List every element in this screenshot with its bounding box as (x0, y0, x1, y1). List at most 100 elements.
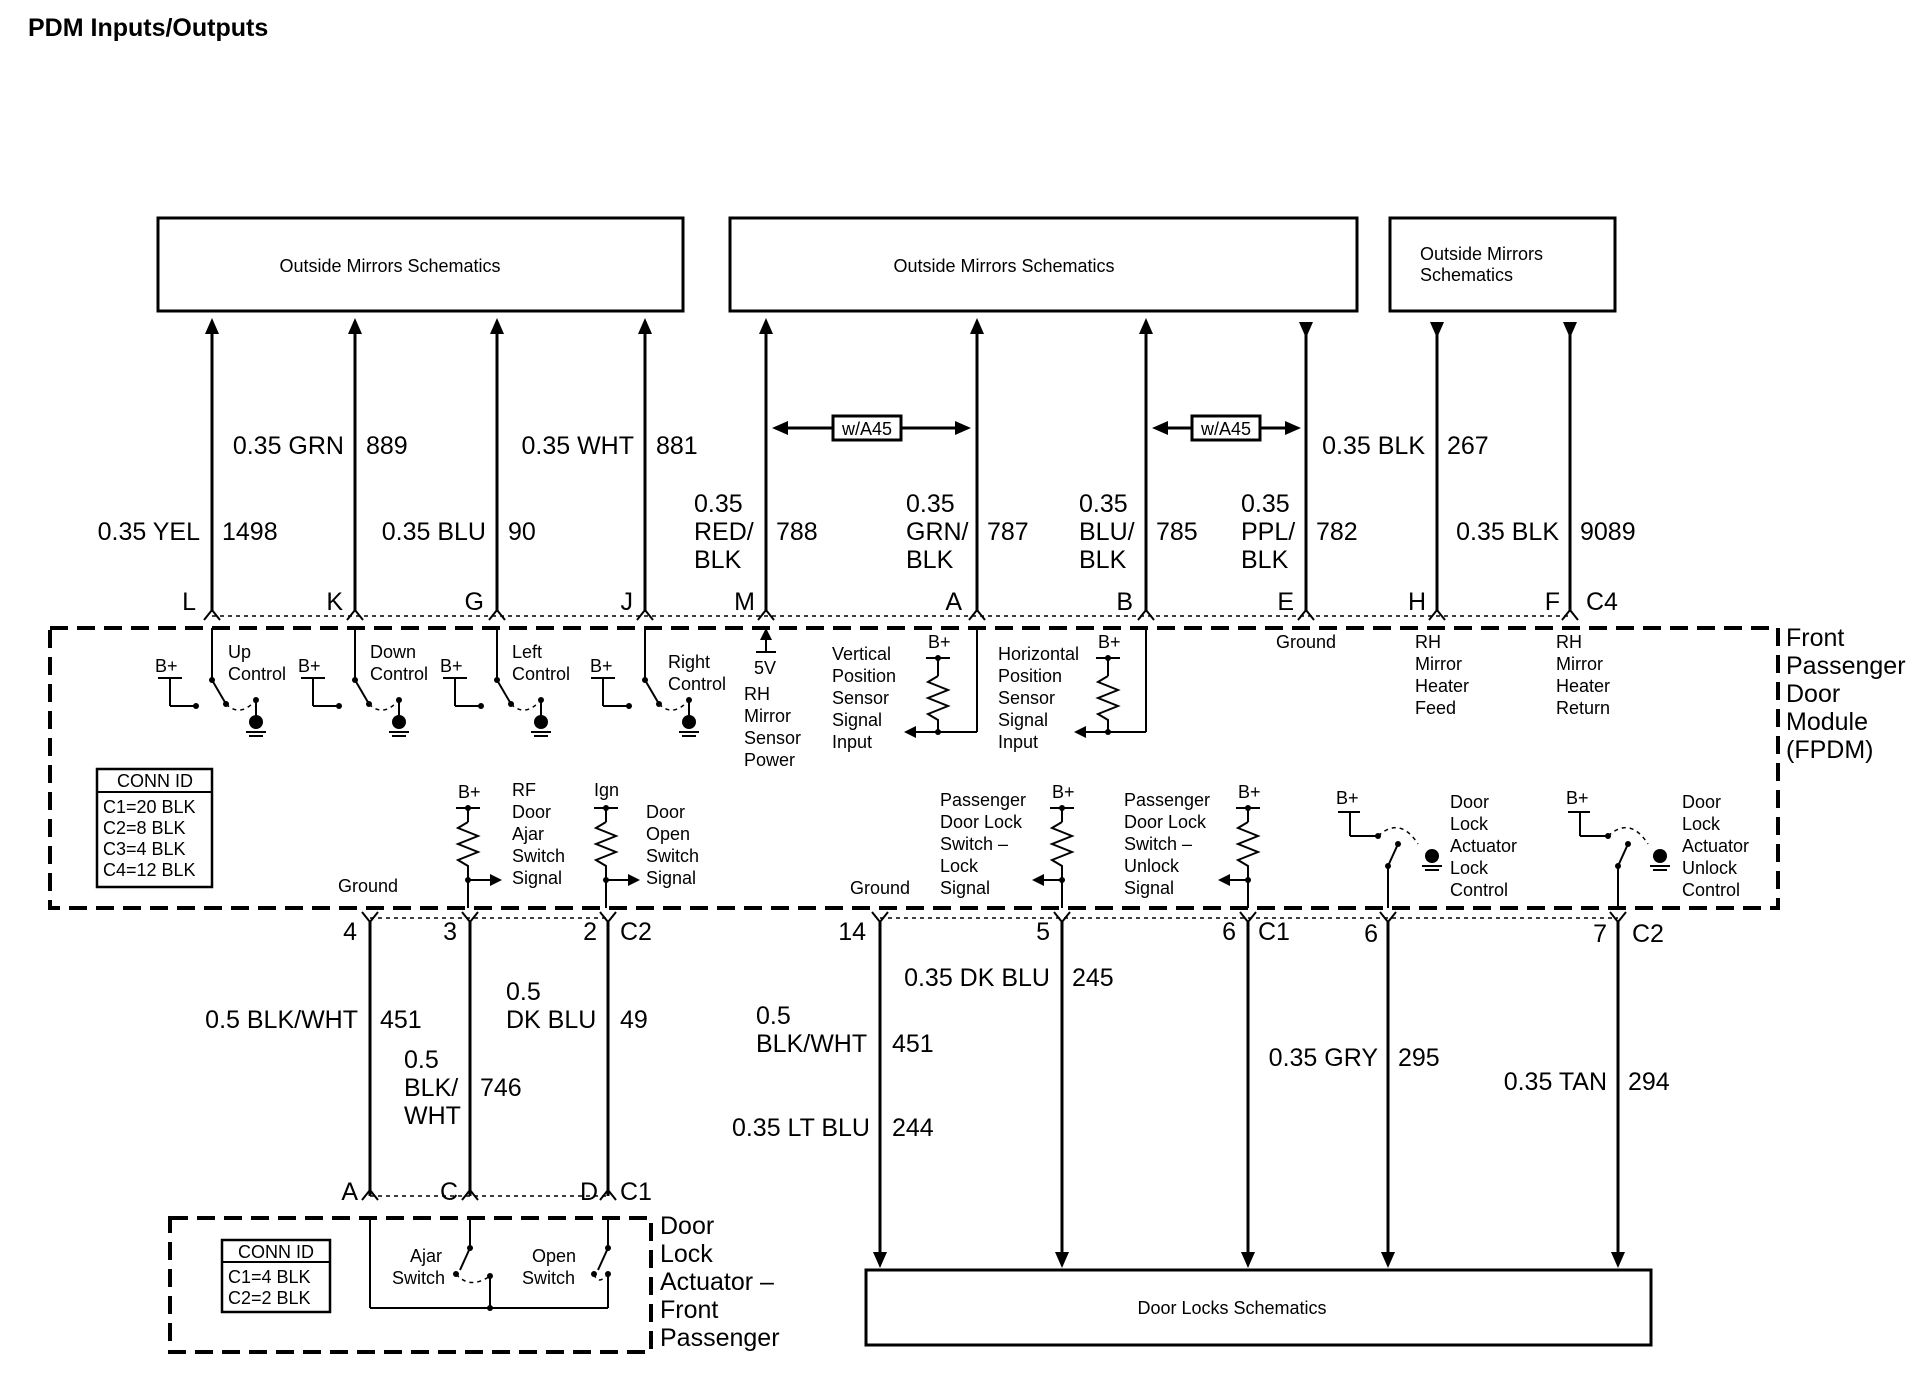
svg-text:Control: Control (370, 664, 428, 684)
svg-text:5: 5 (1036, 918, 1050, 946)
svg-text:2: 2 (583, 918, 597, 946)
svg-text:C4: C4 (1586, 588, 1618, 616)
svg-text:B: B (1116, 588, 1133, 616)
svg-text:C1: C1 (620, 1178, 652, 1206)
svg-text:CONN ID: CONN ID (238, 1242, 314, 1262)
svg-text:C1: C1 (1258, 918, 1290, 946)
svg-text:C2=8 BLK: C2=8 BLK (103, 818, 186, 838)
svg-text:0.35 WHT: 0.35 WHT (521, 432, 634, 460)
option-marker-2: w/A45 (1152, 414, 1301, 442)
svg-text:J: J (621, 588, 634, 616)
svg-text:D: D (580, 1178, 598, 1206)
bottom-wires (361, 922, 1625, 1268)
svg-text:A: A (341, 1178, 358, 1206)
svg-text:Control: Control (668, 674, 726, 694)
svg-text:Input: Input (832, 732, 872, 752)
svg-text:C2: C2 (620, 918, 652, 946)
svg-text:GRN/: GRN/ (906, 518, 969, 546)
top-wire-labels: 0.35 YEL 1498 0.35 GRN 889 0.35 BLU 90 0… (98, 432, 1636, 574)
svg-text:Position: Position (832, 666, 896, 686)
svg-text:B+: B+ (1052, 782, 1075, 802)
svg-text:Lock: Lock (940, 856, 979, 876)
svg-text:RH: RH (1415, 632, 1441, 652)
svg-text:RH: RH (1556, 632, 1582, 652)
actuator-pin-letters: A C D C1 (341, 1178, 652, 1206)
svg-text:Door: Door (1786, 680, 1840, 708)
svg-text:294: 294 (1628, 1068, 1670, 1096)
svg-text:0.5: 0.5 (404, 1046, 439, 1074)
svg-text:Signal: Signal (832, 710, 882, 730)
rh-mirror-heater-feed: RH Mirror Heater Feed (1415, 632, 1469, 718)
fpdm-module-box (48, 626, 1780, 910)
svg-text:0.35: 0.35 (1241, 490, 1290, 518)
bottom-connector-row: 4 3 2 C2 14 5 6 C1 6 7 C2 (343, 911, 1664, 948)
svg-text:Lock: Lock (660, 1240, 713, 1268)
svg-text:BLK: BLK (1079, 546, 1127, 574)
svg-text:Right: Right (668, 652, 710, 672)
svg-text:Passenger: Passenger (660, 1324, 780, 1352)
svg-text:Door: Door (646, 802, 685, 822)
fpdm-label: Front Passenger Door Module (FPDM) (1786, 624, 1906, 764)
svg-text:Horizontal: Horizontal (998, 644, 1079, 664)
svg-text:C1=4 BLK: C1=4 BLK (228, 1267, 311, 1287)
svg-text:Door Lock: Door Lock (1124, 812, 1207, 832)
svg-text:Switch: Switch (646, 846, 699, 866)
svg-text:DK BLU: DK BLU (506, 1006, 596, 1034)
svg-text:Signal: Signal (1124, 878, 1174, 898)
svg-text:Unlock: Unlock (1124, 856, 1180, 876)
svg-text:(FPDM): (FPDM) (1786, 736, 1873, 764)
svg-text:BLU/: BLU/ (1079, 518, 1135, 546)
svg-text:Sensor: Sensor (998, 688, 1055, 708)
svg-text:Actuator: Actuator (1450, 836, 1517, 856)
svg-text:Switch –: Switch – (1124, 834, 1192, 854)
svg-text:Up: Up (228, 642, 251, 662)
svg-text:Switch –: Switch – (940, 834, 1008, 854)
outside-mirrors-label-2: Outside Mirrors Schematics (893, 256, 1114, 276)
horizontal-position-sensor-input: B+ Horizontal Position Sensor Signal Inp… (998, 628, 1147, 752)
bottom-wire-labels: 0.5 BLK/WHT 451 0.5 DK BLU 49 0.5 BLK/ W… (205, 964, 1670, 1142)
svg-text:295: 295 (1398, 1044, 1440, 1072)
svg-text:CONN ID: CONN ID (117, 771, 193, 791)
svg-text:Switch: Switch (392, 1268, 445, 1288)
svg-text:Feed: Feed (1415, 698, 1456, 718)
svg-text:889: 889 (366, 432, 408, 460)
down-control-switch: B+ Down Control (298, 628, 428, 737)
svg-text:0.35 BLK: 0.35 BLK (1322, 432, 1425, 460)
door-lock-actuator-unlock-control: B+ Door Lock Actuator Unlock Control (1566, 788, 1749, 908)
svg-text:Lock: Lock (1682, 814, 1721, 834)
svg-text:Open: Open (646, 824, 690, 844)
svg-text:BLK/WHT: BLK/WHT (756, 1030, 867, 1058)
svg-text:14: 14 (838, 918, 866, 946)
door-open-switch-signal: Ign Door Open Switch Signal (593, 780, 699, 908)
ground-label-e: Ground (1276, 632, 1336, 652)
option-marker-1: w/A45 (772, 414, 971, 442)
svg-text:3: 3 (443, 918, 457, 946)
svg-text:9089: 9089 (1580, 518, 1636, 546)
svg-text:C2=2 BLK: C2=2 BLK (228, 1288, 311, 1308)
svg-text:Door: Door (1450, 792, 1489, 812)
svg-text:788: 788 (776, 518, 818, 546)
svg-text:90: 90 (508, 518, 536, 546)
svg-text:0.35 BLU: 0.35 BLU (382, 518, 486, 546)
svg-text:0.5 BLK/WHT: 0.5 BLK/WHT (205, 1006, 358, 1034)
svg-text:Signal: Signal (512, 868, 562, 888)
svg-text:B+: B+ (1238, 782, 1261, 802)
svg-text:Door Lock: Door Lock (940, 812, 1023, 832)
svg-text:Down: Down (370, 642, 416, 662)
svg-text:Front: Front (1786, 624, 1844, 652)
svg-text:Lock: Lock (1450, 814, 1489, 834)
svg-text:0.35 LT BLU: 0.35 LT BLU (732, 1114, 870, 1142)
svg-text:B+: B+ (1566, 788, 1589, 808)
svg-text:PPL/: PPL/ (1241, 518, 1295, 546)
svg-text:Signal: Signal (940, 878, 990, 898)
svg-text:49: 49 (620, 1006, 648, 1034)
svg-text:787: 787 (987, 518, 1029, 546)
svg-text:A: A (945, 588, 962, 616)
svg-text:0.35: 0.35 (1079, 490, 1128, 518)
svg-text:B+: B+ (928, 632, 951, 652)
outside-mirrors-box-3 (1388, 216, 1617, 313)
svg-text:Actuator: Actuator (1682, 836, 1749, 856)
svg-text:Power: Power (744, 750, 795, 770)
svg-text:Control: Control (228, 664, 286, 684)
rh-mirror-sensor-power: 5V RH Mirror Sensor Power (744, 628, 801, 770)
